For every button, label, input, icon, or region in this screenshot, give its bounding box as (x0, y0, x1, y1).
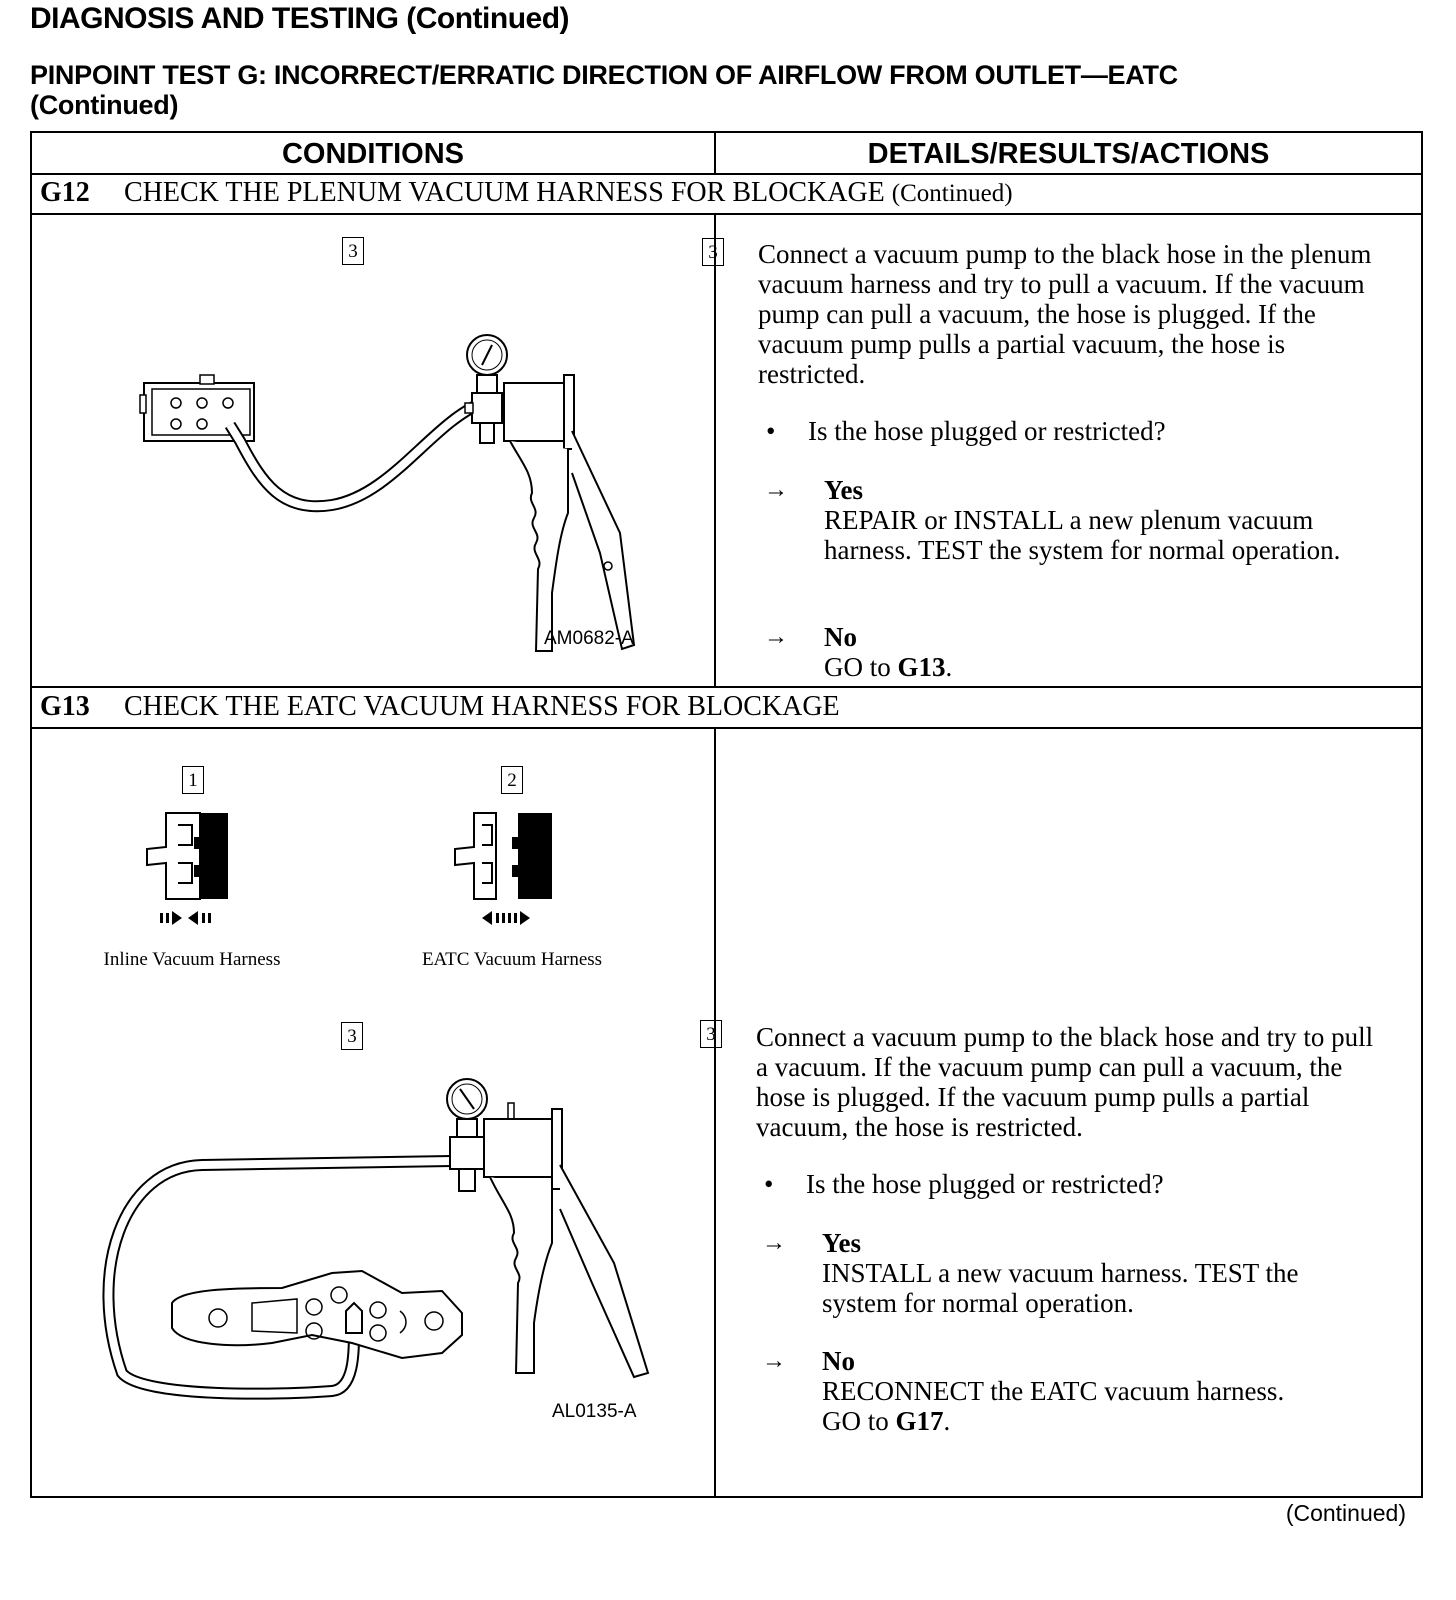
arrow-right-icon: → (764, 624, 788, 650)
bullet-icon: • (766, 416, 776, 446)
figure-code: AM0682-A (544, 628, 634, 649)
step-header-g13: G13 CHECK THE EATC VACUUM HARNESS FOR BLO… (40, 687, 840, 727)
column-header-details: DETAILS/RESULTS/ACTIONS (867, 138, 1270, 170)
divider (32, 213, 1421, 215)
step-title: CHECK THE PLENUM VACUUM HARNESS FOR BLOC… (124, 177, 885, 208)
result-no: → No GO to G13. (764, 622, 1364, 682)
arrow-right-icon: → (762, 1230, 786, 1256)
doc-title: DIAGNOSIS AND TESTING (Continued) (30, 2, 570, 35)
divider (32, 727, 1421, 729)
divider (714, 727, 716, 1497)
eatc-vacuum-pump-illustration (102, 1078, 650, 1400)
step-title: CHECK THE EATC VACUUM HARNESS FOR BLOCKA… (124, 691, 840, 722)
pinpoint-test-title: PINPOINT TEST G: INCORRECT/ERRATIC DIREC… (30, 60, 1178, 120)
arrow-right-icon: → (762, 1348, 786, 1374)
result-label-yes: Yes (824, 475, 863, 505)
question-text: Is the hose plugged or restricted? (806, 1169, 1164, 1199)
test-title-line-2: (Continued) (30, 90, 179, 120)
result-no: → No RECONNECT the EATC vacuum harness. … (762, 1346, 1372, 1436)
plenum-vacuum-pump-illustration (139, 334, 636, 652)
result-action-yes: INSTALL a new vacuum harness. TEST the s… (822, 1258, 1299, 1318)
result-action-yes: REPAIR or INSTALL a new plenum vacuum ha… (824, 505, 1341, 565)
divider (714, 213, 716, 687)
result-yes: → Yes REPAIR or INSTALL a new plenum vac… (764, 475, 1364, 595)
result-label-no: No (824, 622, 857, 652)
question-row: • Is the hose plugged or restricted? (766, 416, 1166, 446)
result-action-no-line1: RECONNECT the EATC vacuum harness. (822, 1376, 1285, 1406)
instruction-text: Connect a vacuum pump to the black hose … (756, 1022, 1374, 1142)
test-title-line-1: PINPOINT TEST G: INCORRECT/ERRATIC DIREC… (30, 60, 1178, 90)
divider (32, 686, 1421, 688)
step-number: G12 (40, 177, 90, 208)
detail-step-box: 3 (702, 238, 724, 266)
divider (714, 133, 716, 175)
result-action-no: GO to G13. (824, 652, 953, 682)
inline-connector-illustration (146, 812, 228, 925)
step-header-g12: G12 CHECK THE PLENUM VACUUM HARNESS FOR B… (40, 173, 1013, 213)
figure-step-box: 2 (501, 766, 523, 794)
result-label-yes: Yes (822, 1228, 861, 1258)
bullet-icon: • (764, 1169, 774, 1199)
figure-code: AL0135-A (552, 1401, 637, 1422)
result-label-no: No (822, 1346, 855, 1376)
step-title-suffix: (Continued) (891, 180, 1013, 207)
column-header-conditions: CONDITIONS (281, 138, 465, 170)
result-action-no-line2: GO to G17. (822, 1406, 951, 1436)
result-yes: → Yes INSTALL a new vacuum harness. TEST… (762, 1228, 1372, 1318)
figure-step-box: 3 (342, 237, 364, 265)
divider (32, 173, 1421, 175)
step-number: G13 (40, 691, 90, 722)
instruction-text: Connect a vacuum pump to the black hose … (758, 239, 1372, 389)
detail-step-box: 3 (700, 1020, 722, 1048)
figure-step-box: 3 (341, 1022, 363, 1050)
arrow-right-icon: → (764, 477, 788, 503)
figure-caption-inline: Inline Vacuum Harness (103, 949, 281, 970)
figure-caption-eatc: EATC Vacuum Harness (421, 949, 603, 970)
eatc-connector-illustration (454, 812, 552, 925)
continued-note: (Continued) (1285, 1500, 1406, 1526)
question-text: Is the hose plugged or restricted? (808, 416, 1166, 446)
figure-step-box: 1 (182, 766, 204, 794)
question-row: • Is the hose plugged or restricted? (764, 1169, 1164, 1199)
